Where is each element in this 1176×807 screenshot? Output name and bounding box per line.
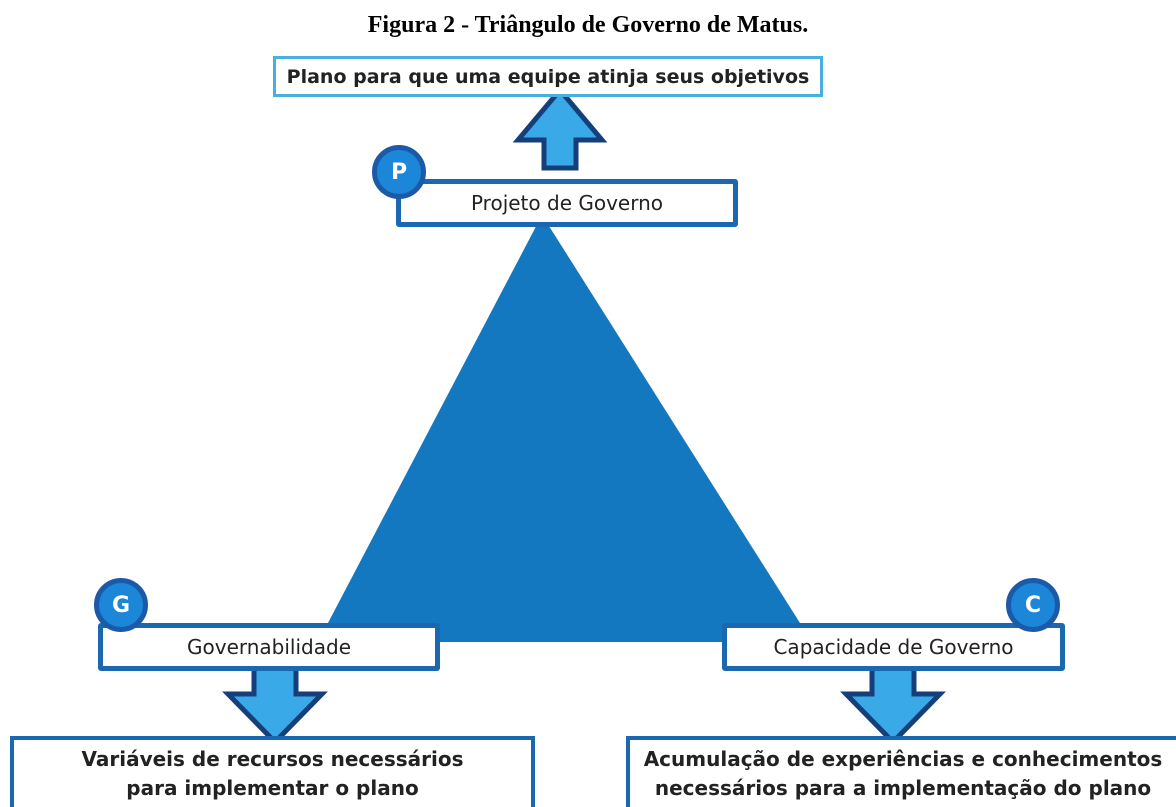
capacidade-de-governo-label: Capacidade de Governo xyxy=(773,635,1014,659)
down-arrow-right-icon xyxy=(840,665,946,746)
projeto-de-governo-label: Projeto de Governo xyxy=(470,191,664,215)
governabilidade-outcome-line2: para implementar o plano xyxy=(126,775,419,800)
badge-p: P xyxy=(372,145,426,199)
objective-text: Plano para que uma equipe atinja seus ob… xyxy=(286,65,810,88)
badge-g: G xyxy=(94,578,148,632)
objective-box: Plano para que uma equipe atinja seus ob… xyxy=(273,56,823,97)
capacidade-outcome-box: Acumulação de experiências e conheciment… xyxy=(626,736,1176,807)
governabilidade-outcome-line1: Variáveis de recursos necessários xyxy=(81,746,464,771)
up-arrow-icon xyxy=(512,86,608,171)
governabilidade-label: Governabilidade xyxy=(187,635,351,659)
capacidade-outcome-line2: necessários para a implementação do plan… xyxy=(654,775,1152,800)
badge-c: C xyxy=(1006,578,1060,632)
projeto-de-governo-box: Projeto de Governo xyxy=(396,179,738,227)
down-arrow-left-icon xyxy=(222,665,328,746)
governo-triangle xyxy=(318,215,812,642)
capacidade-de-governo-box: Capacidade de Governo xyxy=(722,623,1065,671)
figure-caption: Figura 2 - Triângulo de Governo de Matus… xyxy=(367,12,809,38)
governabilidade-box: Governabilidade xyxy=(98,623,440,671)
governabilidade-outcome-box: Variáveis de recursos necessários para i… xyxy=(10,736,535,807)
capacidade-outcome-line1: Acumulação de experiências e conheciment… xyxy=(643,746,1163,771)
